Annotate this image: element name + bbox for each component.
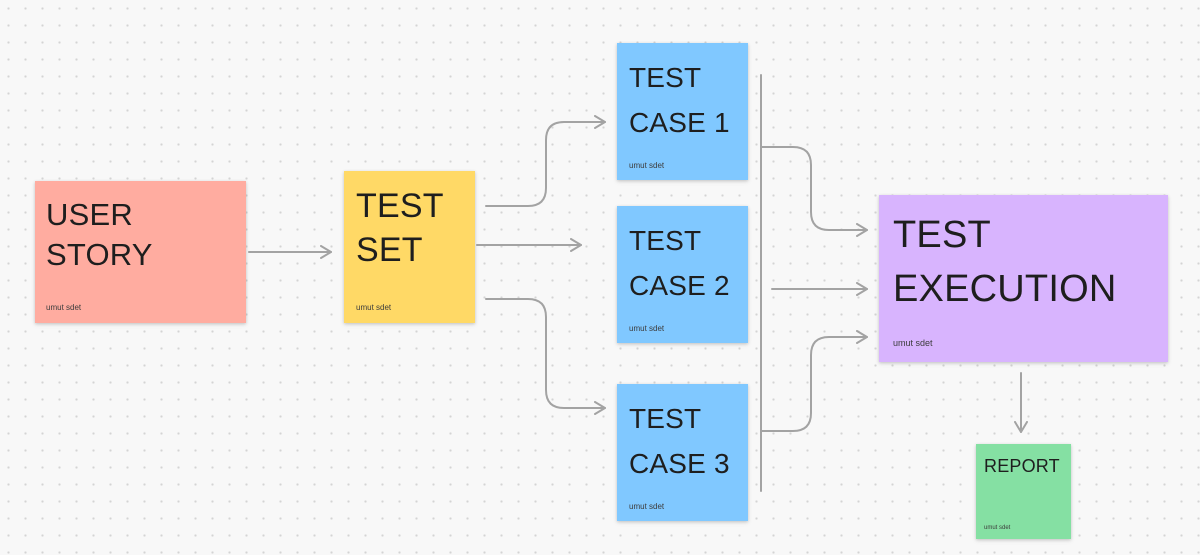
note-title: TEST SET — [356, 187, 444, 269]
note-title: REPORT — [984, 456, 1060, 476]
sticky-note-test-case-2[interactable]: TEST CASE 2 umut sdet — [617, 206, 748, 343]
sticky-note-test-case-1[interactable]: TEST CASE 1 umut sdet — [617, 43, 748, 180]
note-title: TEST CASE 2 — [629, 225, 730, 302]
note-title: TEST CASE 1 — [629, 62, 730, 139]
sticky-note-user-story[interactable]: USER STORY umut sdet — [35, 181, 246, 323]
note-author: umut sdet — [629, 502, 665, 511]
sticky-note-test-case-3[interactable]: TEST CASE 3 umut sdet — [617, 384, 748, 521]
sticky-note-test-execution[interactable]: TEST EXECUTION umut sdet — [879, 195, 1168, 362]
sticky-note-report[interactable]: REPORT umut sdet — [976, 444, 1071, 539]
sticky-note-test-set[interactable]: TEST SET umut sdet — [344, 171, 475, 323]
note-author: umut sdet — [356, 303, 392, 312]
note-author: umut sdet — [629, 324, 665, 333]
arrow-merge-to-test-execution-bottom[interactable] — [760, 330, 868, 432]
arrow-merge-to-test-execution-top[interactable] — [760, 146, 868, 237]
arrow-test-set-to-test-case-3[interactable] — [485, 298, 606, 415]
note-title: USER STORY — [46, 197, 153, 272]
note-author: umut sdet — [893, 338, 933, 348]
note-author: umut sdet — [984, 525, 1011, 531]
arrow-test-set-to-test-case-1[interactable] — [485, 115, 606, 207]
note-title: TEST CASE 3 — [629, 403, 730, 480]
note-author: umut sdet — [629, 161, 665, 170]
note-author: umut sdet — [46, 303, 82, 312]
note-title: TEST EXECUTION — [893, 214, 1117, 310]
